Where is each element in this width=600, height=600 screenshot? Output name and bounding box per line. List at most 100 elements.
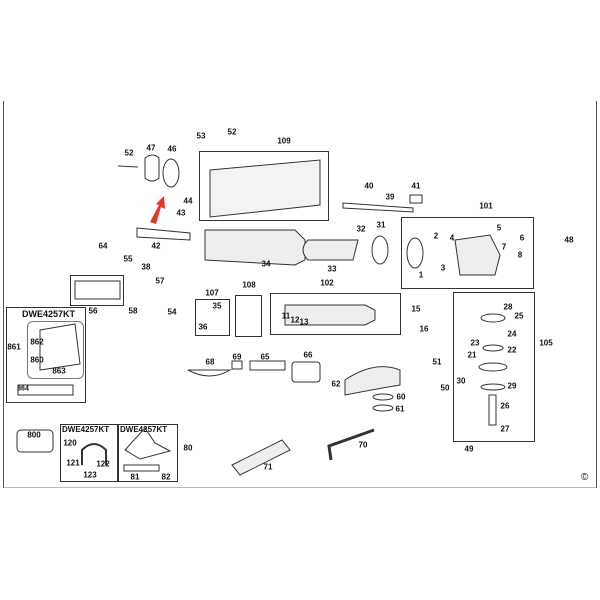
part-label: 862 — [30, 337, 44, 347]
wrench-70 — [327, 428, 375, 461]
part-label: 40 — [364, 181, 374, 191]
part-label: 12 — [290, 315, 300, 325]
fan-31 — [371, 235, 389, 265]
part-label: 107 — [205, 288, 219, 298]
part-label: 16 — [419, 324, 429, 334]
part-label: 54 — [167, 307, 177, 317]
part-label: 4 — [449, 233, 455, 243]
part-label: 80 — [183, 443, 193, 453]
insert-864 — [17, 384, 74, 396]
screw-52 — [117, 165, 139, 168]
part-label: 108 — [242, 280, 256, 290]
part-label: 3 — [440, 263, 446, 273]
case-inner-box — [27, 321, 84, 379]
part-label: 28 — [503, 302, 513, 312]
part-label: 41 — [411, 181, 421, 191]
label-68 — [187, 369, 232, 377]
part-label: 34 — [261, 259, 271, 269]
part-56 — [74, 280, 121, 300]
part-label: 120 — [63, 438, 77, 448]
part-label: 64 — [98, 241, 108, 251]
part-label: 65 — [260, 352, 270, 362]
part-label: 81 — [130, 472, 140, 482]
switch-rod-39 — [342, 202, 414, 213]
part-label: 101 — [479, 201, 493, 211]
part-label: 7 — [501, 242, 507, 252]
flange-60 — [372, 393, 394, 401]
ring-29 — [480, 383, 506, 391]
part-label: 70 — [358, 440, 368, 450]
case-860 — [39, 323, 81, 371]
part-label: 38 — [141, 262, 151, 272]
group-box-108 — [235, 295, 262, 337]
part-label: 35 — [212, 301, 222, 311]
part-46 — [162, 158, 180, 188]
part-label: 53 — [196, 131, 206, 141]
part-label: 49 — [464, 444, 474, 454]
part-label: 51 — [432, 357, 442, 367]
part-label: 13 — [299, 317, 309, 327]
part-label: 2 — [433, 231, 439, 241]
part-label: 864 — [17, 385, 29, 393]
part-label: 23 — [470, 338, 480, 348]
part-41 — [409, 194, 423, 204]
part-label: 52 — [227, 127, 237, 137]
part-label: 800 — [27, 430, 41, 440]
part-label: 102 — [320, 278, 334, 288]
part-800 — [16, 429, 54, 453]
part-label: 5 — [496, 223, 502, 233]
part-label: 48 — [564, 235, 574, 245]
part-label: 8 — [517, 250, 523, 260]
part-label: 26 — [500, 401, 510, 411]
cover-80 — [124, 427, 172, 460]
part-label: 43 — [176, 208, 186, 218]
part-label: 121 — [66, 458, 80, 468]
kit-box-case — [6, 307, 86, 403]
kit-box-cover — [118, 424, 178, 482]
part-label: 11 — [281, 311, 291, 321]
part-label: 56 — [88, 306, 98, 316]
part-label: 71 — [263, 462, 273, 472]
part-label: 39 — [385, 192, 395, 202]
part-label: 109 — [277, 136, 291, 146]
part-label: 69 — [232, 352, 242, 362]
label-65 — [249, 360, 286, 371]
gear-105 — [478, 362, 508, 372]
part-label: 61 — [395, 404, 405, 414]
part-label: 123 — [83, 470, 97, 480]
part-label: 863 — [52, 366, 66, 376]
shaft-42 — [136, 227, 191, 241]
part-label: 50 — [440, 383, 450, 393]
housing-34 — [204, 229, 306, 266]
part-label: 27 — [500, 424, 510, 434]
spindle-26 — [488, 394, 497, 426]
group-box-105 — [453, 292, 535, 442]
part-label: 66 — [303, 350, 313, 360]
part-label: 33 — [327, 264, 337, 274]
part-label: 46 — [167, 144, 177, 154]
bearing-23 — [482, 344, 504, 352]
part-25 — [480, 313, 506, 323]
part-label: 57 — [155, 276, 165, 286]
kit-box-guard — [60, 424, 118, 482]
part-label: 82 — [161, 472, 171, 482]
part-label: 1 — [418, 270, 424, 280]
part-label: 42 — [151, 241, 161, 251]
part-label: 62 — [331, 379, 341, 389]
part-label: 60 — [396, 392, 406, 402]
housing-109 — [209, 159, 321, 218]
group-box-102 — [270, 293, 401, 335]
group-box-109 — [199, 151, 329, 221]
copyright-mark: © — [581, 472, 589, 483]
group-box-107 — [195, 299, 230, 336]
part-label: 21 — [467, 350, 477, 360]
diagram-frame — [3, 101, 597, 488]
part-47 — [144, 154, 160, 182]
part-label: 47 — [146, 143, 156, 153]
stator-33 — [302, 239, 359, 261]
part-label: 105 — [539, 338, 553, 348]
part-label: 68 — [205, 357, 215, 367]
label-66 — [291, 361, 321, 383]
armature-102 — [284, 304, 376, 326]
